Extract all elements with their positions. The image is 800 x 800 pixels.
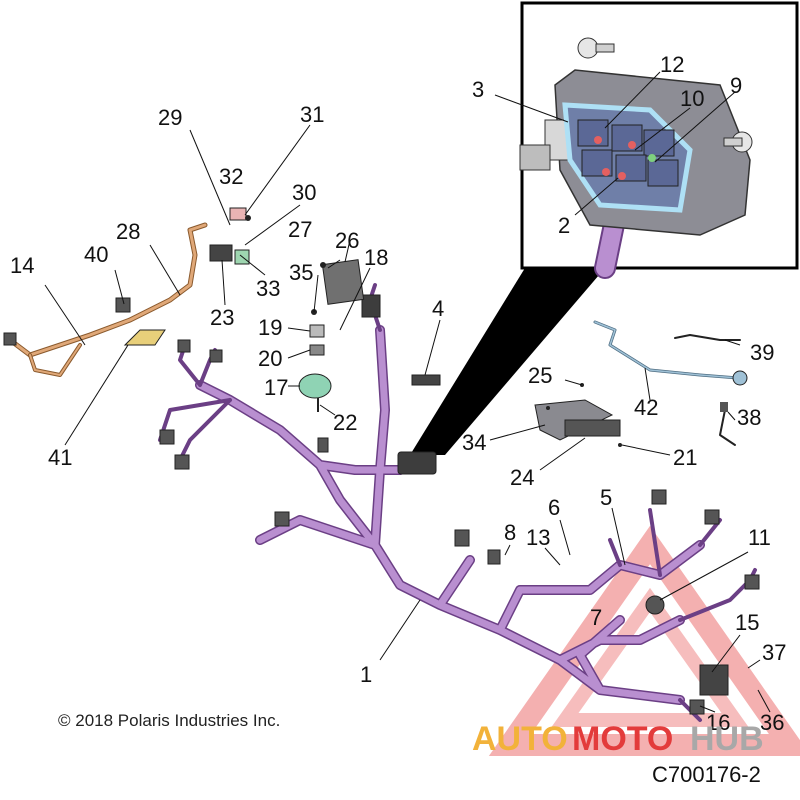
relay-bracket-assembly [209, 207, 251, 265]
callout-29: 29 [158, 105, 182, 130]
sub-harness-14 [3, 222, 208, 377]
callout-5: 5 [600, 485, 612, 510]
callout-31: 31 [300, 102, 324, 127]
callout-41: 41 [48, 445, 72, 470]
watermark-moto: MOTO [572, 720, 673, 758]
callout-7: 7 [590, 605, 602, 630]
bolt-icon [723, 131, 753, 153]
bolt-icon [577, 37, 615, 59]
callout-34: 34 [462, 430, 486, 455]
callout-17: 17 [264, 375, 288, 400]
callout-21: 21 [673, 445, 697, 470]
callout-26: 26 [335, 228, 359, 253]
watermark-auto: AUTO [472, 720, 568, 758]
callout-39: 39 [750, 340, 774, 365]
callout-23: 23 [210, 305, 234, 330]
callout-12: 12 [660, 52, 684, 77]
callout-20: 20 [258, 346, 282, 371]
callout-42: 42 [634, 395, 658, 420]
callout-40: 40 [84, 242, 108, 267]
callout-38: 38 [737, 405, 761, 430]
callout-2: 2 [558, 213, 570, 238]
callout-labels: 1 2 3 4 5 6 7 8 9 10 11 12 13 14 15 16 1… [10, 52, 786, 735]
connector-40 [115, 297, 131, 313]
callout-3: 3 [472, 77, 484, 102]
bracket-41 [123, 329, 166, 346]
callout-4: 4 [432, 296, 444, 321]
module-15 [699, 664, 729, 696]
sensor-leads [593, 320, 748, 446]
callout-16: 16 [706, 710, 730, 735]
callout-36: 36 [760, 710, 784, 735]
callout-28: 28 [116, 219, 140, 244]
callout-25: 25 [528, 363, 552, 388]
main-wiring-harness [158, 283, 757, 722]
callout-10: 10 [680, 86, 704, 111]
copyright-notice: © 2018 Polaris Industries Inc. [58, 711, 280, 730]
fuse-bracket-parts [534, 383, 622, 447]
horn-assembly [298, 309, 332, 412]
leader-lines [44, 124, 771, 713]
callout-22: 22 [333, 410, 357, 435]
callout-35: 35 [289, 260, 313, 285]
inset-detail-box [410, 1, 799, 455]
ecu-module [320, 259, 365, 305]
callout-8: 8 [504, 520, 516, 545]
callout-24: 24 [510, 465, 534, 490]
callout-19: 19 [258, 315, 282, 340]
harness-connectors [159, 294, 760, 715]
callout-13: 13 [526, 525, 550, 550]
part-4-block [411, 374, 441, 386]
diagram-part-number: C700176-2 [652, 762, 761, 787]
callout-30: 30 [292, 180, 316, 205]
callout-9: 9 [730, 73, 742, 98]
callout-6: 6 [548, 495, 560, 520]
watermark-wordmark: AUTO MOTO HUB [472, 720, 764, 758]
callout-27: 27 [288, 217, 312, 242]
callout-18: 18 [364, 245, 388, 270]
callout-11: 11 [748, 525, 771, 550]
watermark-hub: HUB [690, 720, 764, 758]
callout-14: 14 [10, 253, 34, 278]
callout-37: 37 [762, 640, 786, 665]
callout-33: 33 [256, 276, 280, 301]
callout-15: 15 [735, 610, 759, 635]
callout-1: 1 [360, 662, 372, 687]
callout-32: 32 [219, 164, 243, 189]
